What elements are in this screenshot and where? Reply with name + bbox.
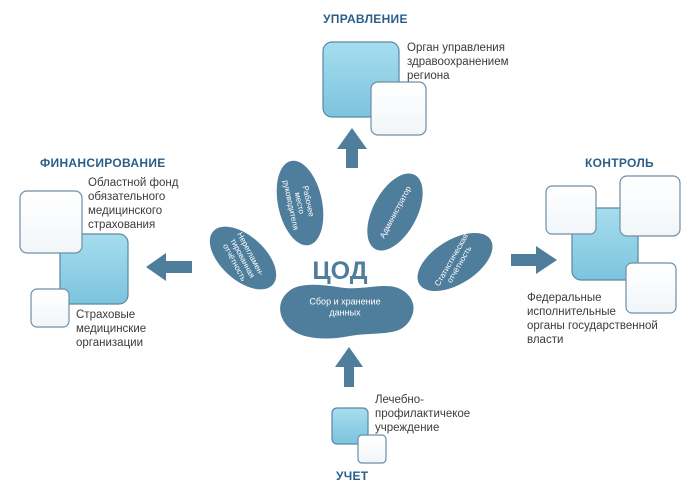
financing-text-insurers: Страховые медицинские организации bbox=[76, 309, 147, 349]
accounting-icon bbox=[331, 407, 387, 464]
text-line: данных bbox=[329, 308, 361, 318]
control-text: Федеральные исполнительные органы госуда… bbox=[527, 292, 658, 346]
arrow-up-top bbox=[337, 128, 367, 168]
petal-administrator bbox=[367, 173, 423, 251]
heading-accounting: УЧЕТ bbox=[336, 469, 369, 483]
financing-icon bbox=[19, 190, 129, 328]
petal-manager-workstation bbox=[276, 160, 324, 246]
financing-text-fund: Областной фонд обязательного медицинског… bbox=[88, 177, 179, 231]
storage-blob bbox=[280, 284, 414, 339]
control-icon bbox=[545, 175, 681, 314]
arrow-right bbox=[511, 246, 557, 274]
heading-management: УПРАВЛЕНИЕ bbox=[323, 12, 408, 26]
management-text: Орган управления здравоохранением регион… bbox=[407, 42, 509, 82]
text-line: Сбор и хранение bbox=[309, 297, 380, 307]
heading-control: КОНТРОЛЬ bbox=[585, 156, 654, 170]
arrow-left bbox=[146, 253, 192, 281]
petal-statistical-reporting bbox=[417, 232, 493, 292]
arrow-up-bottom bbox=[335, 347, 363, 387]
petal-unregulated-reporting bbox=[209, 226, 277, 290]
management-icon bbox=[322, 41, 427, 136]
heading-financing: ФИНАНСИРОВАНИЕ bbox=[40, 156, 166, 170]
center-title: ЦОД bbox=[312, 257, 367, 285]
accounting-text: Лечебно- профилактичекое учреждение bbox=[375, 394, 471, 434]
